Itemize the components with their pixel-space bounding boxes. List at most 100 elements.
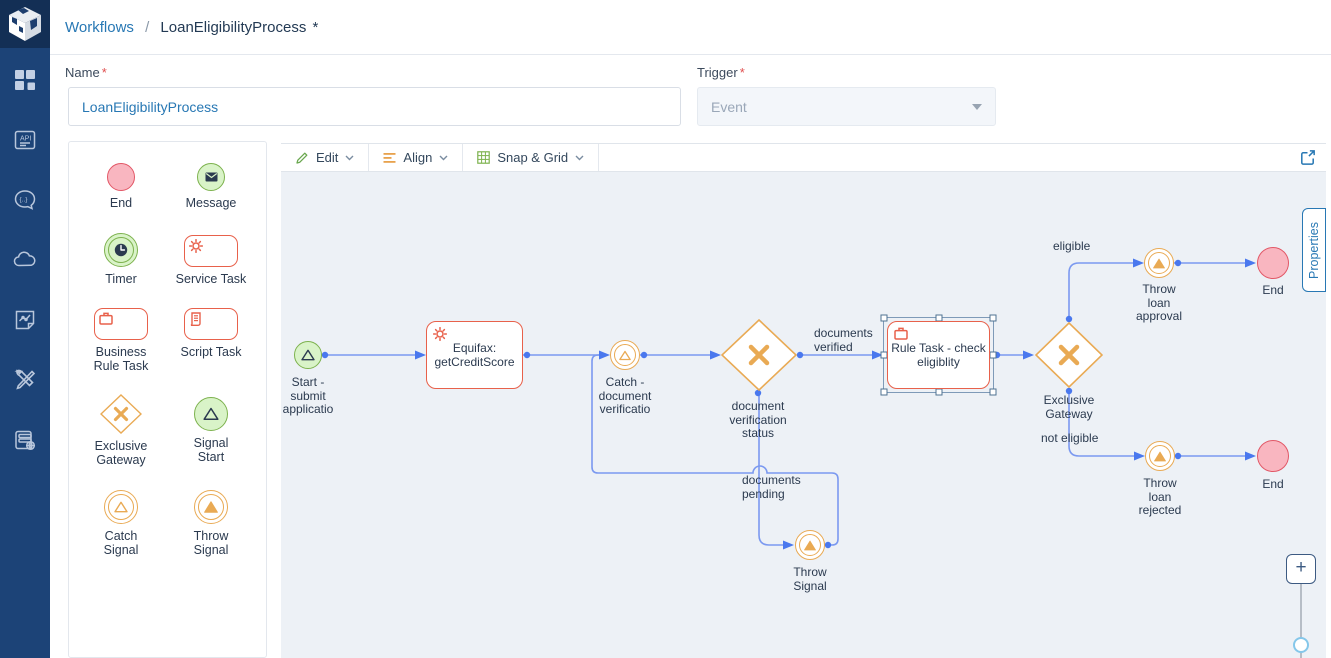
api-docs-icon[interactable]: API <box>11 126 39 154</box>
name-input[interactable] <box>68 87 681 126</box>
modules-grid-icon[interactable] <box>11 66 39 94</box>
app-logo[interactable] <box>0 0 50 48</box>
edge-documents-pending <box>758 390 789 546</box>
cube-globe-icon <box>9 7 41 41</box>
app-sidebar: API {..} <box>0 0 50 658</box>
palette-label: Message <box>185 196 237 210</box>
chat-code-icon[interactable]: {..} <box>11 186 39 214</box>
signal-triangle-icon <box>114 501 128 513</box>
resize-handle-ne[interactable] <box>989 314 997 322</box>
align-menu-button[interactable]: Align <box>369 144 464 171</box>
node-end-event-top[interactable] <box>1257 247 1289 279</box>
resize-handle-se[interactable] <box>989 388 997 396</box>
trigger-value: Event <box>711 98 747 115</box>
node-exclusive-gateway[interactable] <box>1035 322 1103 388</box>
tools-icon[interactable] <box>11 366 39 394</box>
signal-triangle-icon <box>619 350 631 360</box>
node-start-event[interactable] <box>294 341 322 369</box>
service-task-shape <box>184 235 238 267</box>
gear-icon <box>433 327 447 341</box>
cloud-icon[interactable] <box>11 246 39 274</box>
palette-item-service-task[interactable]: Service Task <box>166 235 256 286</box>
node-throw-signal[interactable] <box>795 530 825 560</box>
snap-grid-menu-button[interactable]: Snap & Grid <box>463 144 600 171</box>
resize-handle-sw[interactable] <box>880 388 888 396</box>
shape-palette: End Message Timer <box>68 141 267 658</box>
node-throw-loan-approval[interactable] <box>1144 248 1174 278</box>
resize-handle-s[interactable] <box>935 388 942 396</box>
trigger-select[interactable]: Event <box>697 87 996 126</box>
unsaved-marker: * <box>312 18 319 36</box>
node-equifax-service-task[interactable]: Equifax:getCreditScore <box>426 321 523 389</box>
chevron-down-icon <box>575 155 584 160</box>
diagram-toolbar: Edit Align Snap & Grid <box>281 143 1326 172</box>
briefcase-icon <box>894 327 908 340</box>
node-catch-document-verification[interactable] <box>610 340 640 370</box>
catch-signal-shape <box>104 490 138 524</box>
node-gateway-doc-verification-status[interactable] <box>721 319 797 391</box>
signal-start-shape <box>194 397 228 431</box>
svg-text:API: API <box>20 136 31 143</box>
timer-event-shape <box>104 233 138 267</box>
palette-label: End <box>109 196 133 210</box>
breadcrumb-current: LoanEligibilityProcess <box>160 18 307 36</box>
script-icon <box>190 312 201 326</box>
zoom-in-button[interactable]: + <box>1286 554 1316 584</box>
palette-item-script-task[interactable]: Script Task <box>166 308 256 359</box>
zoom-slider-track[interactable] <box>1300 584 1302 658</box>
node-end-event-bottom[interactable] <box>1257 440 1289 472</box>
chevron-down-icon <box>345 155 354 160</box>
svg-text:{..}: {..} <box>20 197 29 204</box>
analytics-report-icon[interactable] <box>11 306 39 334</box>
palette-item-end[interactable]: End <box>76 163 166 210</box>
message-event-shape <box>197 163 225 191</box>
edge-label-not-eligible: not eligible <box>1041 431 1099 445</box>
properties-tab[interactable]: Properties <box>1302 208 1326 292</box>
zoom-slider-thumb[interactable] <box>1293 637 1309 653</box>
breadcrumb-workflows-link[interactable]: Workflows <box>65 18 134 36</box>
required-asterisk: * <box>101 65 107 80</box>
resize-handle-e[interactable] <box>989 351 997 359</box>
grid-icon <box>477 151 491 164</box>
resize-handle-nw[interactable] <box>880 314 888 322</box>
signal-triangle-icon <box>301 349 315 361</box>
external-link-icon <box>1301 150 1315 165</box>
services-globe-icon[interactable] <box>11 426 39 454</box>
palette-item-timer[interactable]: Timer <box>76 233 166 286</box>
palette-label: Script Task <box>180 345 242 359</box>
node-throw-loan-rejected[interactable] <box>1145 441 1175 471</box>
page-header: Workflows / LoanEligibilityProcess * <box>50 0 1331 55</box>
edit-menu-button[interactable]: Edit <box>281 144 370 171</box>
open-fullscreen-button[interactable] <box>1289 144 1326 171</box>
signal-triangle-filled-icon <box>804 540 816 550</box>
node-label-end-top: End <box>1262 283 1284 297</box>
business-rule-task-shape <box>94 308 148 340</box>
signal-triangle-icon <box>203 407 219 420</box>
align-menu-label: Align <box>403 150 433 165</box>
signal-triangle-filled-icon <box>204 501 218 513</box>
envelope-icon <box>205 172 217 182</box>
chevron-down-icon <box>439 155 448 160</box>
palette-item-message[interactable]: Message <box>166 163 256 210</box>
edge-label-eligible: eligible <box>1053 239 1091 253</box>
palette-label: Timer <box>105 272 137 286</box>
briefcase-icon <box>99 312 113 325</box>
